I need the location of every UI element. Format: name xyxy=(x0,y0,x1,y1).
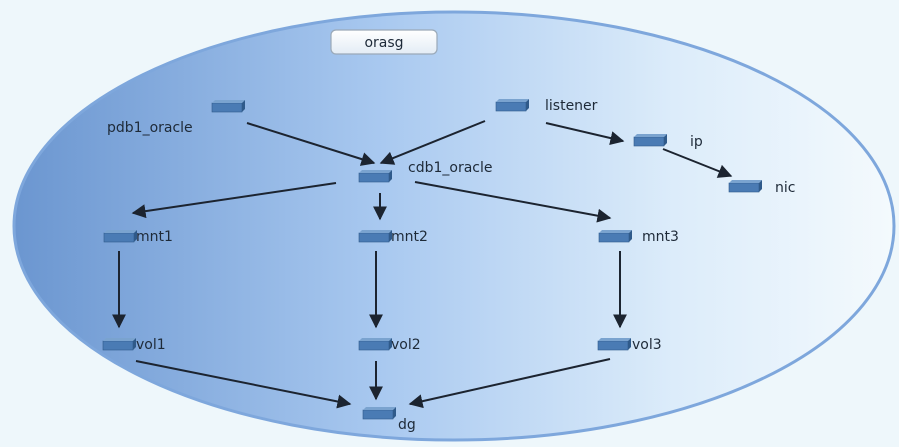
resource-block-icon xyxy=(597,338,631,351)
node-label: listener xyxy=(545,98,598,114)
node-label: mnt3 xyxy=(642,229,679,245)
node-label: pdb1_oracle xyxy=(107,120,193,136)
edge-ip-to-nic xyxy=(662,148,733,178)
node-label: dg xyxy=(398,417,416,433)
node-pdb1_oracle[interactable]: pdb1_oracle xyxy=(107,100,245,136)
node-label: ip xyxy=(690,134,703,150)
edge-cdb1_oracle-to-mnt3 xyxy=(414,181,612,223)
resource-block-icon xyxy=(358,230,392,243)
resource-block-icon xyxy=(728,180,762,193)
resource-block-icon xyxy=(103,230,137,243)
resource-block-icon xyxy=(102,338,136,351)
edge-cdb1_oracle-to-mnt1 xyxy=(131,182,337,219)
node-mnt2[interactable]: mnt2 xyxy=(358,229,428,245)
node-cdb1_oracle[interactable]: cdb1_oracle xyxy=(358,160,492,183)
node-vol1[interactable]: vol1 xyxy=(102,337,166,353)
edge-pdb1_oracle-to-cdb1_oracle xyxy=(246,122,376,166)
node-ip[interactable]: ip xyxy=(633,134,703,150)
edge-listener-to-cdb1_oracle xyxy=(379,120,486,165)
node-label: cdb1_oracle xyxy=(408,160,492,176)
edge-vol1-to-dg xyxy=(135,360,352,409)
title-box: orasg xyxy=(330,29,438,55)
service-group-ellipse xyxy=(12,10,896,442)
resource-block-icon xyxy=(358,338,392,351)
node-label: mnt1 xyxy=(136,229,173,245)
node-label: vol2 xyxy=(391,337,421,353)
node-vol3[interactable]: vol3 xyxy=(597,337,662,353)
resource-block-icon xyxy=(495,99,529,112)
node-dg[interactable]: dg xyxy=(362,407,416,433)
node-mnt3[interactable]: mnt3 xyxy=(598,229,679,245)
node-label: vol3 xyxy=(632,337,662,353)
edge-listener-to-ip xyxy=(545,122,625,145)
node-mnt1[interactable]: mnt1 xyxy=(103,229,173,245)
resource-block-icon xyxy=(358,170,392,183)
resource-block-icon xyxy=(598,230,632,243)
node-label: vol1 xyxy=(136,337,166,353)
node-vol2[interactable]: vol2 xyxy=(358,337,421,353)
service-group-title: orasg xyxy=(364,35,403,51)
edge-vol3-to-dg xyxy=(408,358,611,409)
node-nic[interactable]: nic xyxy=(728,180,795,196)
resource-block-icon xyxy=(633,134,667,147)
resource-block-icon xyxy=(211,100,245,113)
node-label: mnt2 xyxy=(391,229,428,245)
edges-layer xyxy=(112,120,733,409)
node-listener[interactable]: listener xyxy=(495,98,598,114)
resource-block-icon xyxy=(362,407,396,420)
node-label: nic xyxy=(775,180,795,196)
nodes-layer: pdb1_oracle listener ip nic cdb1_oracle mnt1 m… xyxy=(102,98,795,433)
